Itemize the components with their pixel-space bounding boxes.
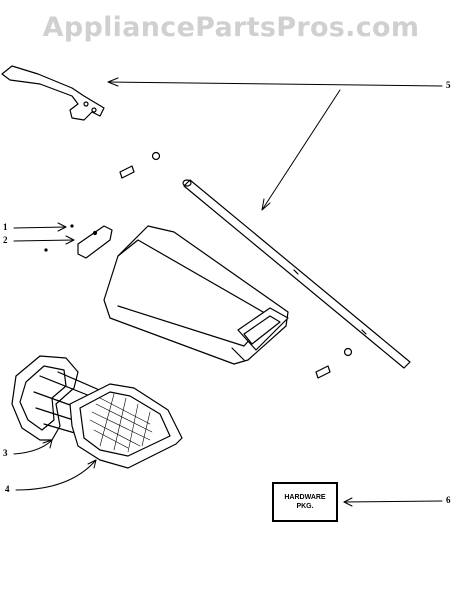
callout-1: 1 xyxy=(3,222,8,232)
plate-part xyxy=(77,225,113,259)
hardware-package-box: HARDWARE PKG. xyxy=(272,482,338,522)
screw-lower xyxy=(315,347,353,379)
callout-2: 2 xyxy=(3,235,8,245)
dot-item-1 xyxy=(70,224,74,228)
callout-6: 6 xyxy=(446,495,451,505)
dot-item-2 xyxy=(44,248,48,252)
callout-4: 4 xyxy=(5,484,10,494)
watermark-text: AppliancePartsPros.com xyxy=(42,12,420,43)
package-label: PKG. xyxy=(296,503,314,510)
callout-5: 5 xyxy=(446,80,451,90)
body-part xyxy=(103,225,289,365)
screw-upper xyxy=(119,151,161,179)
filter-part xyxy=(69,383,183,469)
callout-3: 3 xyxy=(3,448,8,458)
rod-part xyxy=(182,179,411,369)
bracket-part xyxy=(1,65,105,121)
leader-lines xyxy=(13,77,443,507)
hardware-label: HARDWARE xyxy=(284,494,326,501)
